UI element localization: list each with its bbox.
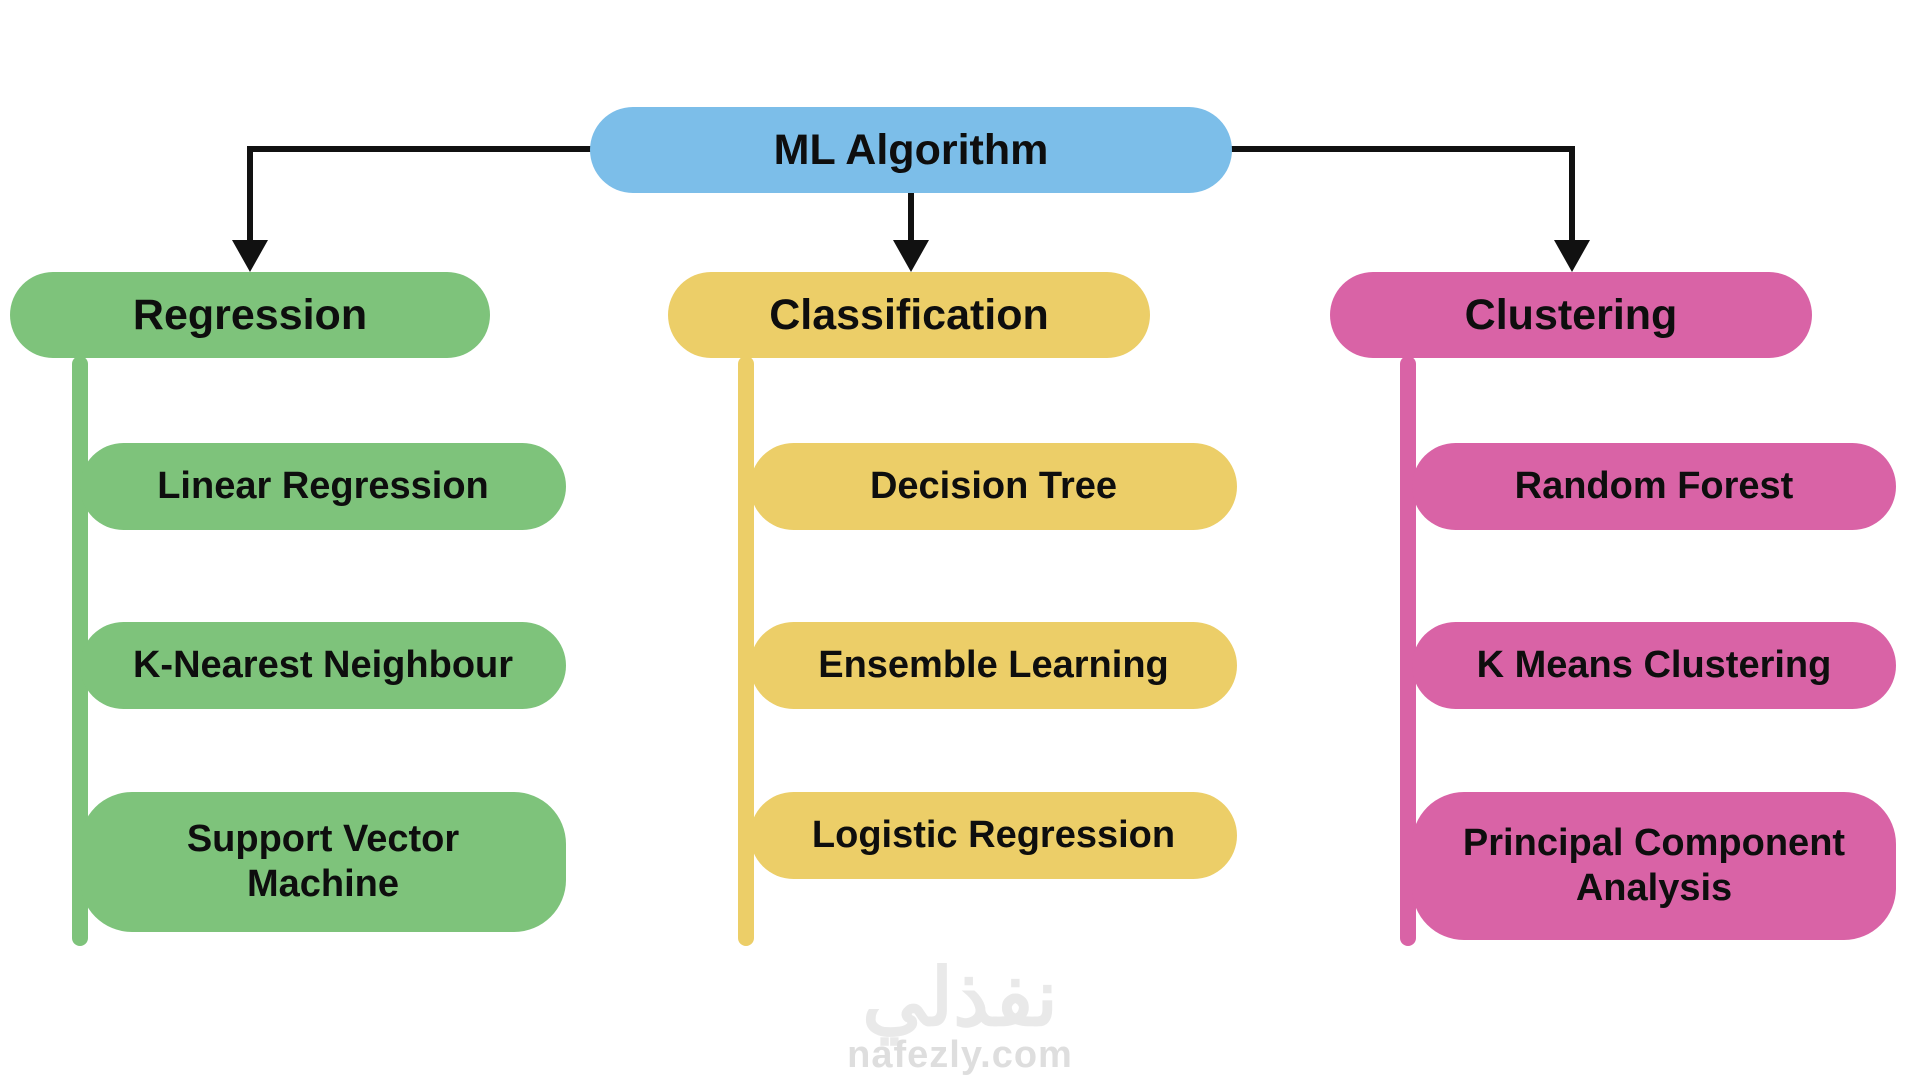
arrow-down-icon: [893, 240, 929, 272]
node-ensemble-learning: Ensemble Learning: [750, 622, 1237, 709]
connector-right-vertical: [1569, 146, 1575, 242]
node-random-forest: Random Forest: [1412, 443, 1896, 530]
stem-classification: [738, 356, 754, 946]
node-k-means-clustering: K Means Clustering: [1412, 622, 1896, 709]
watermark-site-text: nafezly.com: [847, 1034, 1073, 1076]
arrow-down-icon: [1554, 240, 1590, 272]
node-clustering: Clustering: [1330, 272, 1812, 358]
stem-clustering: [1400, 356, 1416, 946]
arrow-down-icon: [232, 240, 268, 272]
node-classification: Classification: [668, 272, 1150, 358]
node-k-nearest-neighbour: K-Nearest Neighbour: [80, 622, 566, 709]
connector-left-horizontal: [247, 146, 593, 152]
node-logistic-regression: Logistic Regression: [750, 792, 1237, 879]
connector-center-vertical: [908, 192, 914, 242]
connector-right-horizontal: [1229, 146, 1575, 152]
node-decision-tree: Decision Tree: [750, 443, 1237, 530]
node-linear-regression: Linear Regression: [80, 443, 566, 530]
watermark-logo: نفذلي: [862, 953, 1058, 1042]
node-regression: Regression: [10, 272, 490, 358]
connector-left-vertical: [247, 146, 253, 242]
node-support-vector-machine: Support Vector Machine: [80, 792, 566, 932]
node-ml-algorithm: ML Algorithm: [590, 107, 1232, 193]
watermark: نفذلي nafezly.com: [0, 958, 1920, 1077]
node-principal-component-analysis: Principal Component Analysis: [1412, 792, 1896, 940]
